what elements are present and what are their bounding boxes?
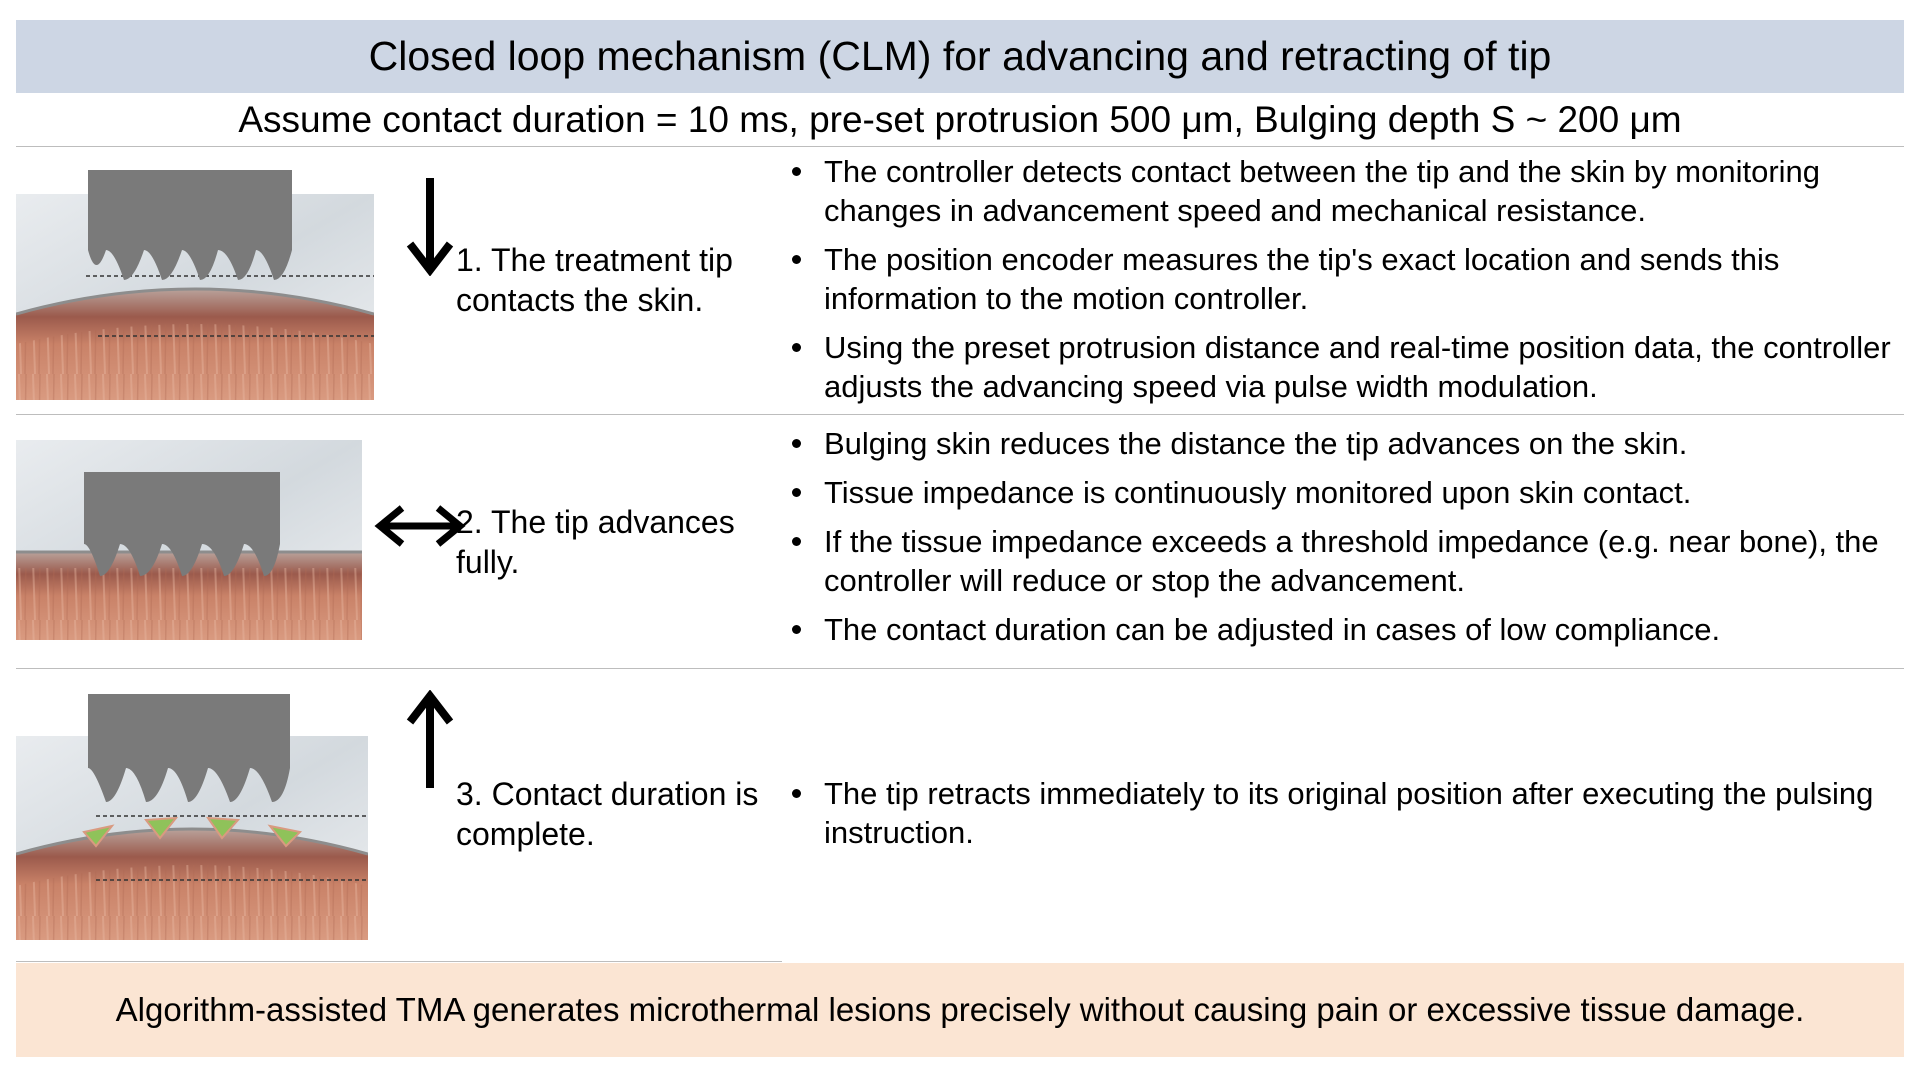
list-item: The position encoder measures the tip's …: [786, 240, 1904, 318]
step-2-bullets: Bulging skin reduces the distance the ti…: [786, 424, 1904, 659]
conclusion-text: Algorithm-assisted TMA generates microth…: [115, 991, 1805, 1028]
step-3-bullets: The tip retracts immediately to its orig…: [786, 774, 1904, 862]
up-arrow-icon: [406, 690, 454, 788]
divider: [16, 668, 1904, 669]
title-bar: Closed loop mechanism (CLM) for advancin…: [16, 20, 1904, 93]
step-3-row: 3. Contact duration is complete. The tip…: [16, 670, 1904, 960]
lesion-markers: [82, 816, 303, 848]
step-1-tip-shape: [88, 170, 292, 280]
step-1-row: 1. The treatment tip contacts the skin. …: [16, 148, 1904, 414]
divider: [16, 961, 782, 962]
step-1-bullets: The controller detects contact between t…: [786, 152, 1904, 416]
step-1-label: 1. The treatment tip contacts the skin.: [456, 242, 733, 318]
step-3-label: 3. Contact duration is complete.: [456, 776, 759, 852]
divider: [16, 414, 1904, 415]
step-3-illustration: [16, 736, 368, 940]
subtitle: Assume contact duration = 10 ms, pre-set…: [16, 93, 1904, 147]
step-2-label: 2. The tip advances fully.: [456, 504, 735, 580]
list-item: Bulging skin reduces the distance the ti…: [786, 424, 1904, 463]
list-item: The tip retracts immediately to its orig…: [786, 774, 1904, 852]
list-item: Using the preset protrusion distance and…: [786, 328, 1904, 406]
left-right-arrow-icon: [374, 505, 466, 547]
assumptions-text: Assume contact duration = 10 ms, pre-set…: [238, 99, 1682, 140]
conclusion-banner: Algorithm-assisted TMA generates microth…: [16, 963, 1904, 1057]
step-2-tip-shape: [84, 472, 280, 576]
list-item: The controller detects contact between t…: [786, 152, 1904, 230]
down-arrow-icon: [406, 178, 454, 276]
list-item: If the tissue impedance exceeds a thresh…: [786, 522, 1904, 600]
page-title: Closed loop mechanism (CLM) for advancin…: [368, 33, 1552, 79]
step-2-row: 2. The tip advances fully. Bulging skin …: [16, 416, 1904, 668]
list-item: The contact duration can be adjusted in …: [786, 610, 1904, 649]
list-item: Tissue impedance is continuously monitor…: [786, 473, 1904, 512]
step-3-tip-shape: [88, 694, 290, 802]
divider: [16, 146, 1904, 147]
